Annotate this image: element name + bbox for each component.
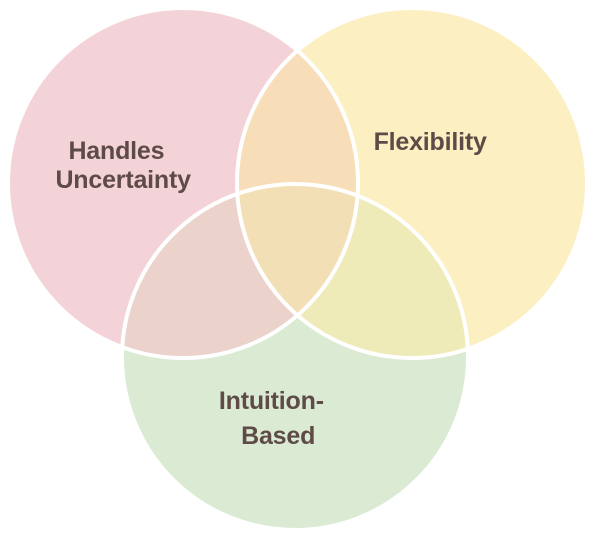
set-label-flexibility: Flexibility [374, 128, 521, 156]
set-label-intuition-based-line1: Intuition- [219, 387, 324, 415]
set-label-flexibility-line1: Flexibility [374, 128, 487, 156]
set-label-intuition-based: Intuition- Based [219, 387, 371, 450]
set-outline-handles-uncertainty [6, 6, 360, 360]
set-label-handles-uncertainty: Handles Uncertainty [55, 137, 224, 194]
set-outline-flexibility [235, 6, 589, 360]
intersection-pink-yellow-green [237, 184, 358, 358]
set-label-handles-uncertainty-line2: Uncertainty [55, 166, 191, 194]
set-label-handles-uncertainty-line1: Handles [68, 137, 164, 165]
set-outline-intuition-based [120, 182, 470, 532]
set-label-intuition-based-line2: Based [241, 422, 315, 450]
